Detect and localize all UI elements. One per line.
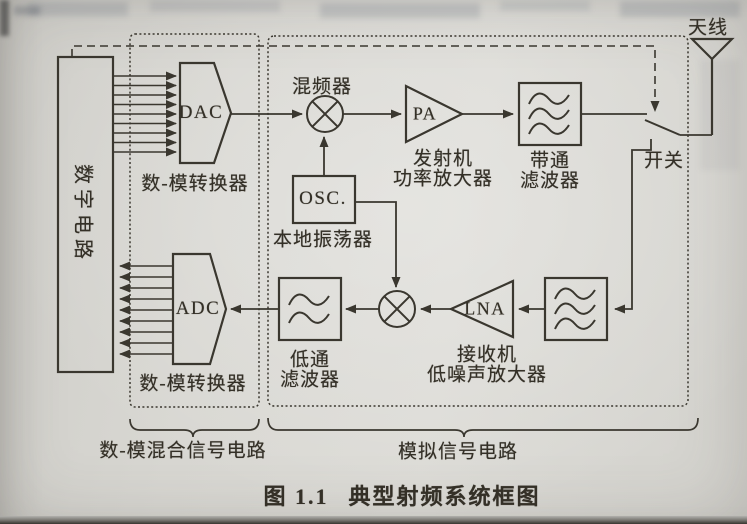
- tx-bpf-caption-line2: 滤波器: [519, 170, 581, 192]
- lna-amplifier-symbol: [448, 279, 515, 339]
- figure-caption-title: 典型射频系统框图: [348, 484, 541, 509]
- osc-caption: 本地振荡器: [272, 229, 374, 251]
- switch-control-dashed-line: [71, 45, 660, 112]
- pa-caption-line2: 功率放大器: [392, 168, 494, 190]
- lna-caption-line1: 接收机: [456, 344, 518, 366]
- antenna-symbol: [689, 37, 735, 135]
- adc-block: [171, 252, 228, 366]
- dac-caption: 数-模转换器: [141, 173, 249, 195]
- lna-label: LNA: [464, 298, 506, 319]
- analog-region-label: 模拟信号电路: [397, 441, 519, 463]
- adc-to-digital-bus-arrows: [119, 261, 173, 359]
- tx-bandpass-filter-box: [517, 81, 583, 147]
- tx-mixer-label: 混频器: [291, 76, 353, 98]
- rx-bandpass-filter-box: [543, 276, 609, 342]
- adc-caption: 数-模转换器: [139, 373, 247, 395]
- pa-label: PA: [412, 103, 438, 124]
- antenna-label: 天线: [687, 17, 729, 39]
- filter-wave-icon: [288, 293, 330, 324]
- page-bottom-edge: [0, 516, 747, 524]
- tx-mixer-symbol: [306, 95, 344, 133]
- digital-to-dac-bus-arrows: [114, 71, 177, 157]
- lpf-caption-line2: 滤波器: [279, 369, 341, 391]
- mixed-signal-brace: [129, 418, 260, 438]
- osc-label: OSC.: [299, 188, 347, 209]
- switch-label: 开关: [643, 150, 685, 172]
- mixed-signal-region-box: [129, 33, 260, 408]
- osc-to-rx-mixer-line: [355, 201, 401, 288]
- pa-amplifier-symbol: [404, 84, 465, 144]
- analog-brace: [267, 417, 699, 438]
- tx-bpf-caption-line1: 带通: [529, 150, 571, 172]
- rx-mixer-symbol: [378, 290, 416, 328]
- switch-blade: [644, 119, 681, 136]
- digital-circuit-box: [56, 55, 115, 374]
- analog-region-box: [267, 35, 689, 407]
- lna-caption-line2: 低噪声放大器: [426, 364, 548, 386]
- dac-label: DAC: [178, 102, 224, 123]
- dac-block: [178, 61, 233, 165]
- pa-caption-line1: 发射机: [412, 148, 474, 170]
- filter-wave-icon: [528, 92, 570, 135]
- mixed-signal-region-label: 数-模混合信号电路: [99, 440, 267, 462]
- figure-caption-number: 图 1.1: [263, 484, 329, 509]
- lowpass-filter-box: [277, 276, 343, 342]
- figure-caption: 图 1.1 典型射频系统框图: [263, 479, 540, 511]
- filter-wave-icon: [554, 287, 596, 330]
- lpf-caption-line1: 低通: [289, 349, 331, 371]
- rx-switch-contact-and-line: [614, 139, 652, 314]
- adc-label: ADC: [175, 298, 221, 319]
- digital-circuit-label: 数字电路: [71, 164, 94, 264]
